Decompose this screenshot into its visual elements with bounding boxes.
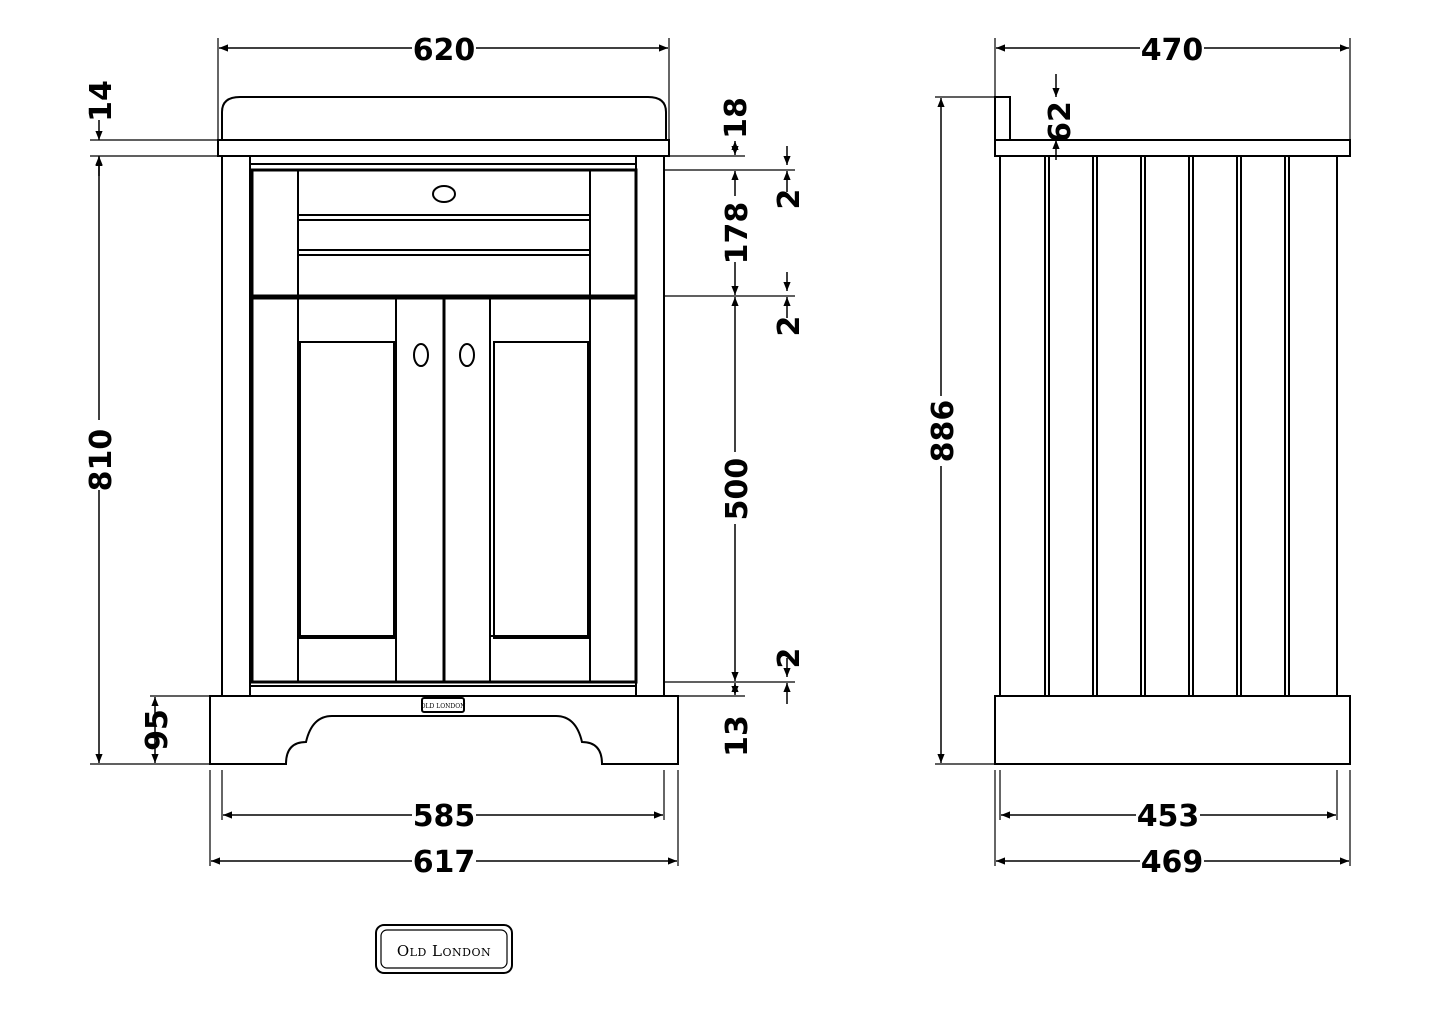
right-door bbox=[442, 296, 638, 684]
tongue-and-groove bbox=[1044, 156, 1290, 696]
dim-470: 470 bbox=[1141, 33, 1204, 68]
dim-585: 585 bbox=[413, 799, 476, 834]
left-door-knob-icon bbox=[413, 343, 429, 367]
dim-gap-2-bottom: 2 bbox=[772, 648, 807, 669]
dim-95: 95 bbox=[140, 709, 175, 751]
plinth bbox=[209, 695, 679, 765]
dim-gap-2-mid: 2 bbox=[772, 316, 807, 337]
right-door-panel bbox=[493, 341, 589, 639]
side-view: 470 62 886 453 469 bbox=[926, 33, 1351, 880]
basin-top bbox=[221, 96, 667, 140]
dim-620: 620 bbox=[413, 33, 476, 68]
dim-gap-2-top: 2 bbox=[772, 189, 807, 210]
dim-886: 886 bbox=[926, 400, 961, 463]
dim-617: 617 bbox=[413, 845, 476, 880]
drawer-front bbox=[250, 168, 638, 298]
dim-18: 18 bbox=[719, 97, 754, 139]
left-stile bbox=[221, 155, 251, 697]
front-view: OLD LONDON bbox=[84, 33, 807, 880]
dim-14: 14 bbox=[84, 80, 119, 122]
badge bbox=[421, 697, 465, 713]
dim-13: 13 bbox=[720, 715, 755, 757]
dim-500: 500 bbox=[720, 458, 755, 521]
left-door bbox=[250, 296, 446, 684]
upstand bbox=[994, 96, 1011, 141]
dim-469: 469 bbox=[1141, 845, 1204, 880]
dim-810: 810 bbox=[84, 429, 119, 492]
right-stile bbox=[635, 155, 665, 697]
badge-text: OLD LONDON bbox=[421, 703, 466, 710]
countertop bbox=[217, 139, 670, 157]
old-london-logo: Old London bbox=[375, 924, 513, 974]
left-door-panel bbox=[299, 341, 395, 639]
dim-62: 62 bbox=[1043, 101, 1078, 143]
drawer-handle-icon bbox=[432, 185, 456, 203]
dim-178: 178 bbox=[720, 202, 755, 265]
dim-453: 453 bbox=[1137, 799, 1200, 834]
side-panel bbox=[999, 155, 1338, 697]
right-door-knob-icon bbox=[459, 343, 475, 367]
side-plinth bbox=[994, 695, 1351, 765]
logo-text: Old London bbox=[397, 942, 491, 960]
